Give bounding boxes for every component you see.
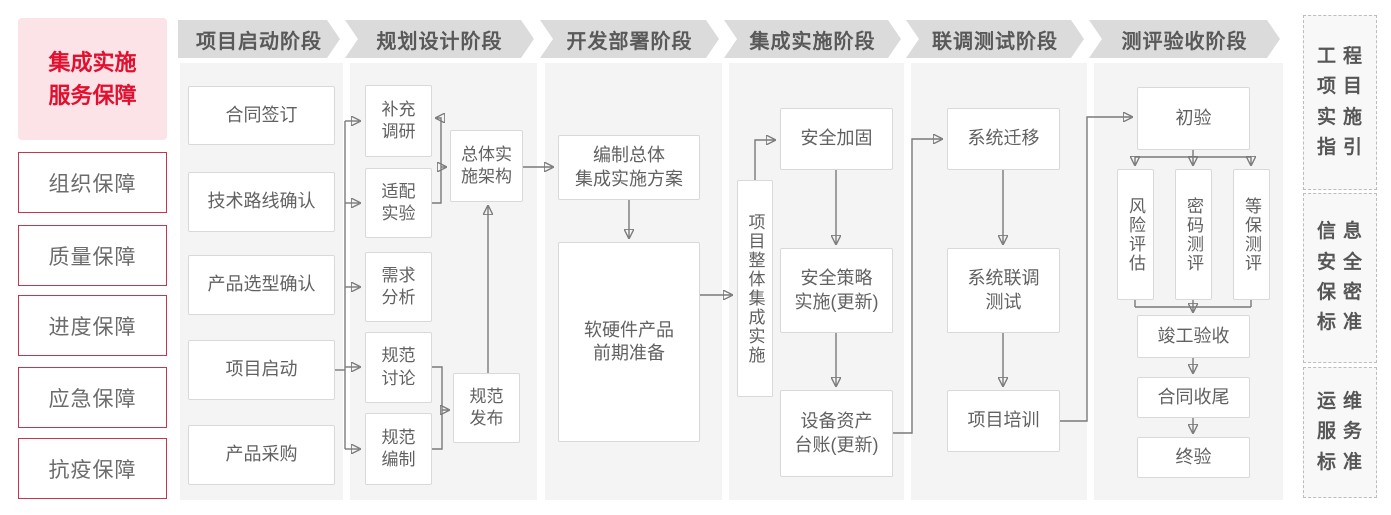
box-system-joint-testing: 系统联调 测试 [947, 248, 1060, 333]
box-tech-route-confirm: 技术路线确认 [188, 172, 335, 232]
box-overall-project-integration: 项目整体集成实施 [737, 180, 773, 397]
box-contract-closure: 合同收尾 [1137, 377, 1250, 418]
box-preliminary-acceptance: 初验 [1137, 87, 1250, 150]
box-asset-ledger-update: 设备资产 台账(更新) [780, 390, 893, 477]
standard-om-service: 运维 服务 标准 [1303, 367, 1377, 498]
phase-header-project-kickoff: 项目启动阶段 [178, 20, 340, 58]
box-system-migration: 系统迁移 [947, 108, 1060, 170]
box-spec-release: 规范 发布 [453, 373, 520, 443]
box-spec-drafting: 规范 编制 [365, 413, 432, 485]
sidebar-item-organization-guarantee: 组织保障 [18, 152, 167, 213]
box-classified-protection-testing: 等保测评 [1233, 169, 1270, 300]
box-crypto-testing: 密码测评 [1175, 169, 1212, 300]
phase-header-integration-implementation: 集成实施阶段 [724, 20, 901, 58]
standard-info-security-confidentiality: 信息 安全 保密 标准 [1303, 193, 1377, 363]
sidebar-title: 集成实施 服务保障 [18, 18, 167, 140]
box-adaptation-test: 适配 实验 [365, 168, 432, 238]
box-project-training: 项目培训 [947, 390, 1060, 452]
box-project-kickoff: 项目启动 [188, 340, 335, 400]
box-supplementary-research: 补充 调研 [365, 85, 432, 157]
sidebar-item-schedule-guarantee: 进度保障 [18, 295, 167, 356]
box-spec-discussion: 规范 讨论 [365, 332, 432, 403]
sidebar-item-emergency-guarantee: 应急保障 [18, 367, 167, 428]
phase-header-planning-design: 规划设计阶段 [345, 20, 534, 58]
box-final-acceptance: 终验 [1137, 437, 1250, 478]
phase-header-develop-deploy: 开发部署阶段 [540, 20, 719, 58]
sidebar-item-quality-guarantee: 质量保障 [18, 225, 167, 286]
box-product-selection-confirm: 产品选型确认 [188, 255, 335, 315]
sidebar-item-pandemic-guarantee: 抗疫保障 [18, 438, 167, 499]
box-risk-assessment: 风险评估 [1117, 169, 1154, 300]
box-overall-implementation-architecture: 总体实 施架构 [450, 130, 523, 202]
box-contract-signing: 合同签订 [188, 86, 335, 145]
box-security-policy-implementation: 安全策略 实施(更新) [780, 248, 893, 333]
phase-header-joint-testing: 联调测试阶段 [906, 20, 1084, 58]
box-hw-sw-product-preparation: 软硬件产品 前期准备 [558, 242, 700, 442]
box-compile-overall-integration-plan: 编制总体 集成实施方案 [558, 135, 700, 200]
box-requirement-analysis: 需求 分析 [365, 252, 432, 322]
box-security-hardening: 安全加固 [780, 108, 893, 170]
box-completion-acceptance: 竣工验收 [1137, 315, 1250, 358]
phase-header-evaluation-acceptance: 测评验收阶段 [1089, 20, 1280, 58]
box-product-procurement: 产品采购 [188, 425, 335, 485]
standard-project-implementation-guideline: 工程 项目 实施 指引 [1303, 15, 1377, 190]
